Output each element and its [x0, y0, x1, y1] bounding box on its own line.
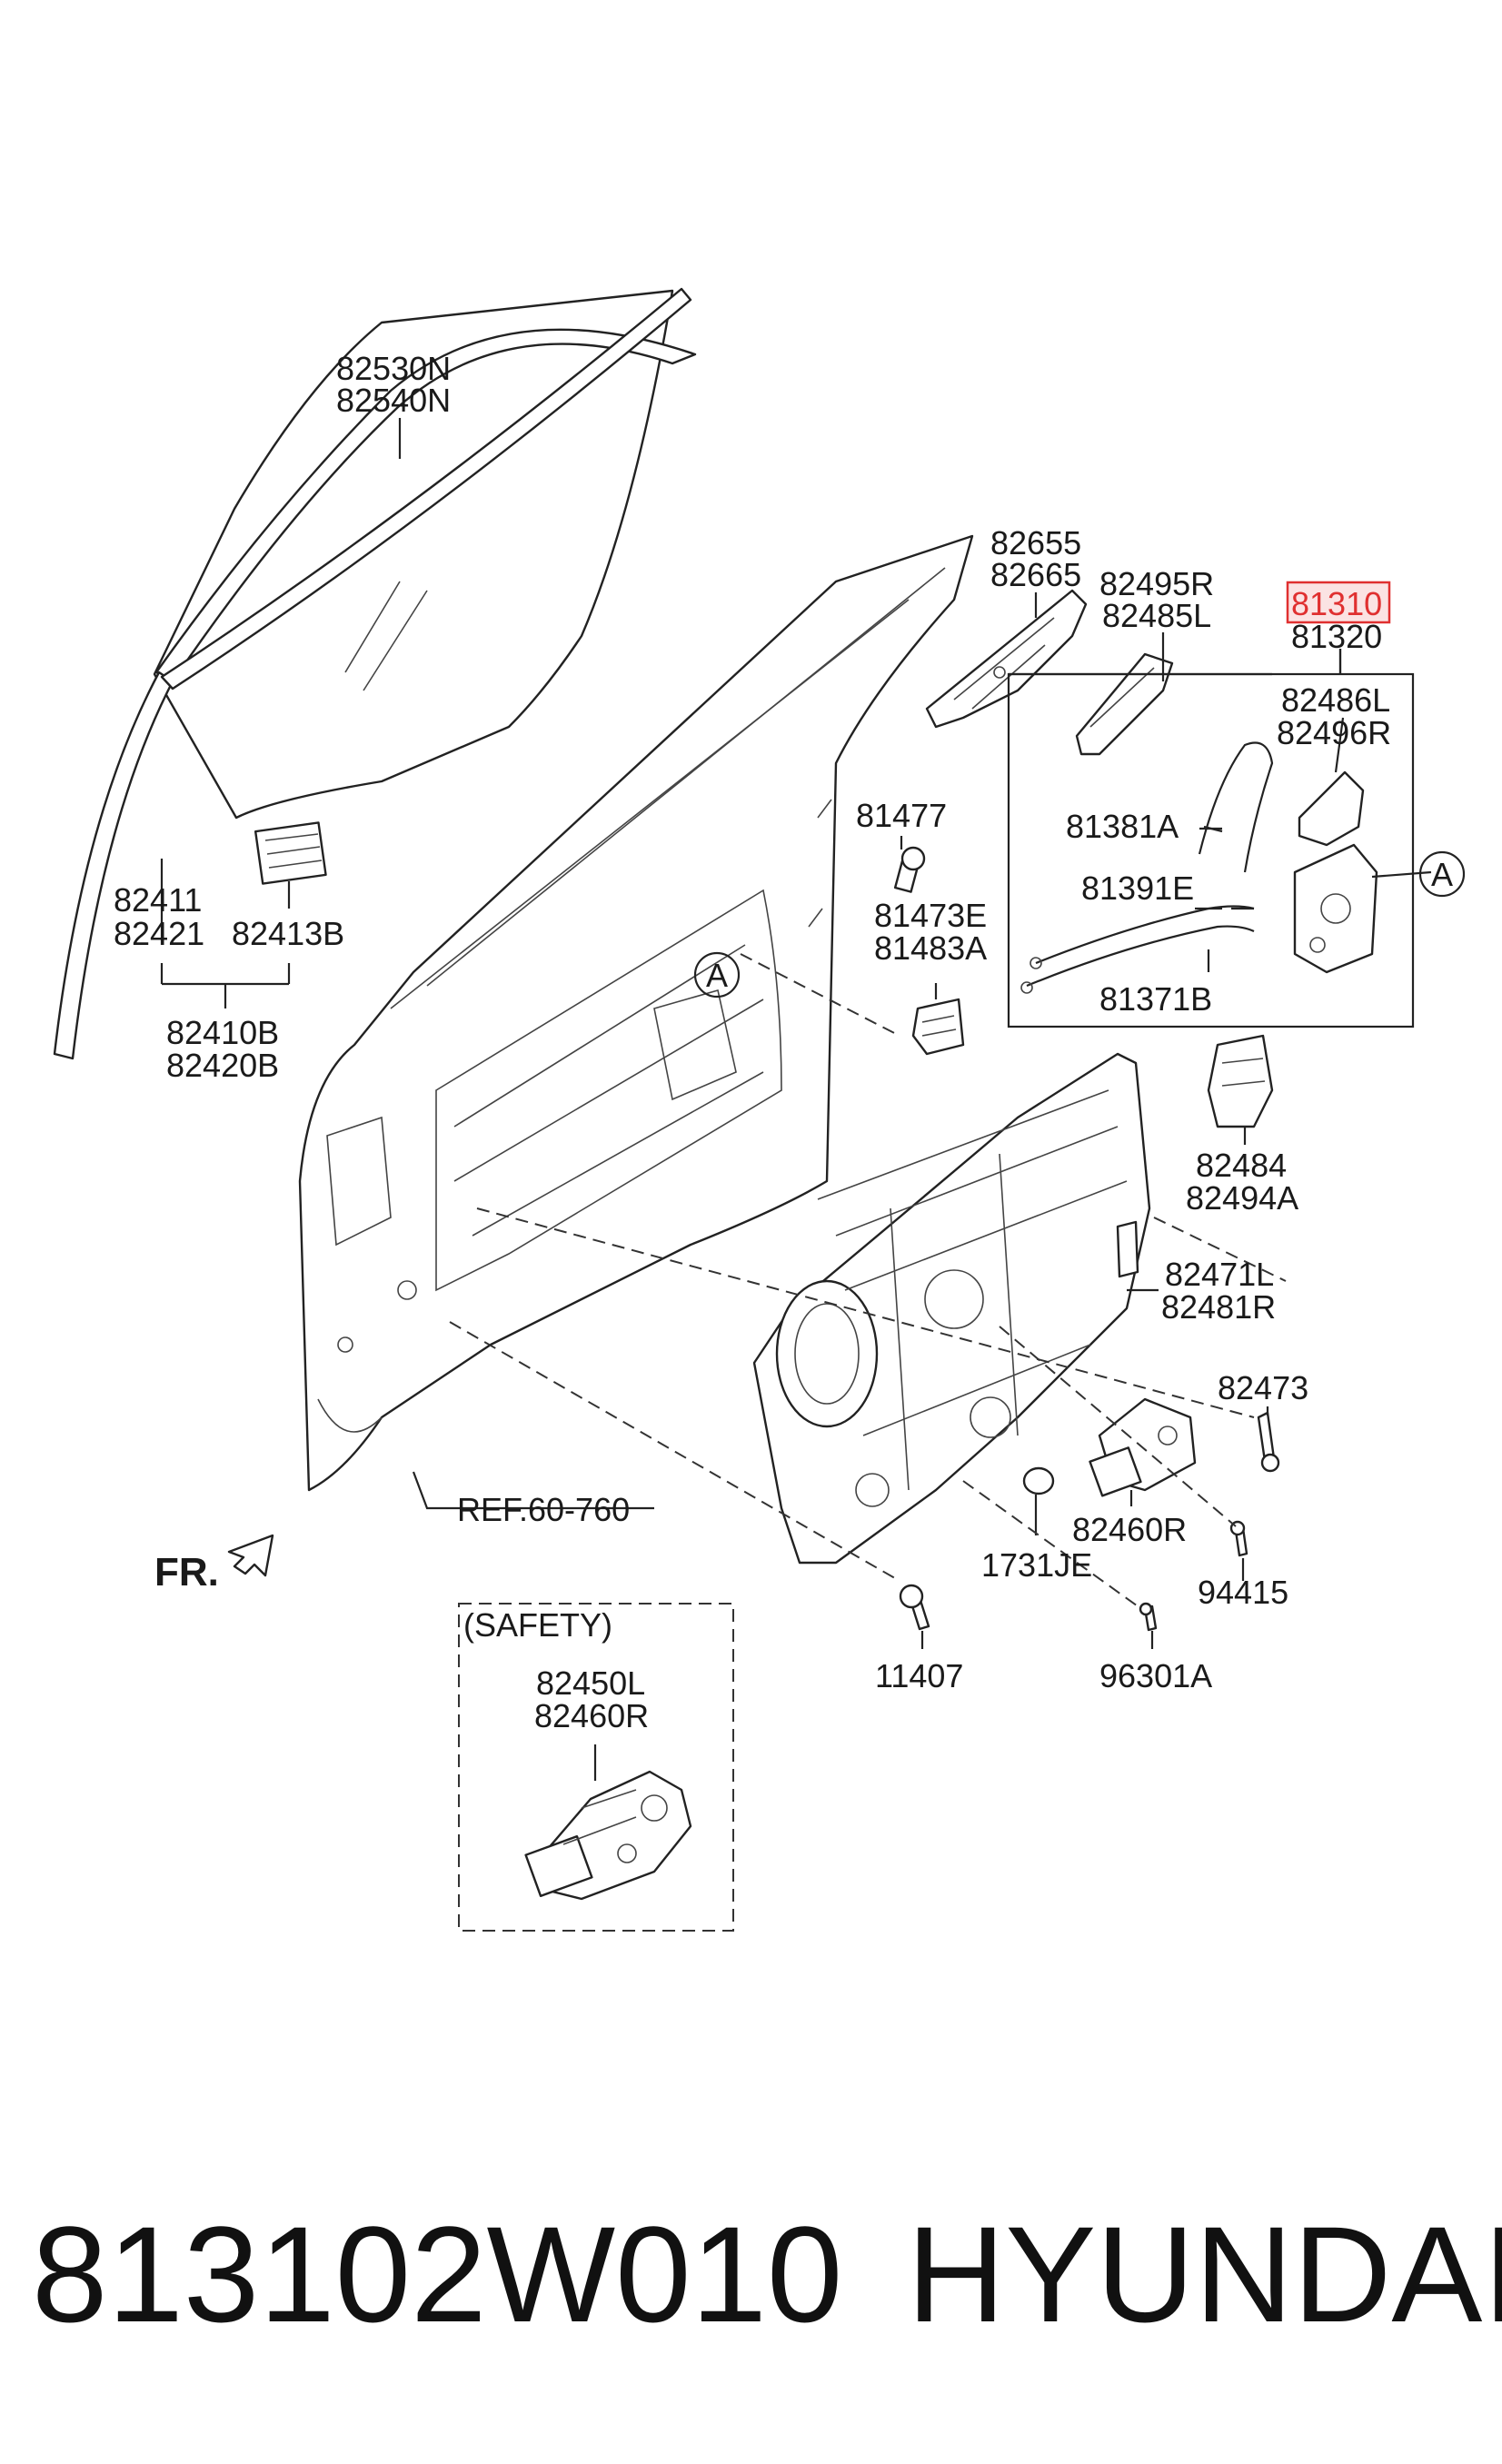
label-81381A: 81381A: [1066, 808, 1179, 845]
door-module-drawing: [752, 1052, 1151, 1565]
door-frame-drawing: [298, 534, 974, 1492]
front-arrow: [227, 1534, 274, 1577]
outside-handle-drawing: [925, 589, 1174, 756]
label-81483A: 81483A: [874, 929, 987, 967]
label-fr: FR.: [154, 1550, 219, 1595]
label-82496R: 82496R: [1277, 714, 1391, 751]
label-circle-a-2: A: [1431, 856, 1453, 893]
label-81310: 81310: [1291, 585, 1382, 622]
label-82481R: 82481R: [1161, 1288, 1276, 1326]
window-motor-drawing: [1089, 1397, 1197, 1497]
window-glass-drawing: [53, 287, 697, 1060]
leader-lines: [160, 418, 1345, 1649]
label-81320: 81320: [1291, 618, 1382, 655]
label-96301A: 96301A: [1099, 1657, 1212, 1694]
label-82411: 82411: [114, 881, 202, 919]
label-82495R: 82495R: [1099, 565, 1214, 602]
label-82486L: 82486L: [1281, 681, 1390, 719]
label-94415: 94415: [1198, 1574, 1288, 1611]
label-81477: 81477: [856, 797, 947, 834]
label-ref: REF.60-760: [457, 1491, 630, 1528]
label-82413B: 82413B: [232, 915, 344, 952]
footer-brand: HYUNDAI: [907, 2198, 1502, 2350]
dashed-assembly-lines: [449, 953, 1287, 1609]
fasteners-drawing: [899, 1411, 1280, 1632]
label-82485L: 82485L: [1102, 597, 1211, 634]
label-82494A: 82494A: [1186, 1179, 1298, 1217]
latch-assembly-drawing: [1007, 672, 1432, 1028]
label-safety-82460R: 82460R: [534, 1697, 649, 1734]
label-82484: 82484: [1196, 1147, 1287, 1184]
label-82471L: 82471L: [1165, 1256, 1274, 1293]
label-81391E: 81391E: [1081, 869, 1194, 907]
label-82460R: 82460R: [1072, 1511, 1187, 1548]
label-82473: 82473: [1218, 1369, 1308, 1406]
label-81473E: 81473E: [874, 897, 987, 934]
striker-drawing: [893, 846, 965, 1056]
label-82420B: 82420B: [166, 1047, 279, 1084]
label-11407: 11407: [875, 1657, 963, 1694]
label-82421: 82421: [114, 915, 204, 952]
label-safety: (SAFETY): [463, 1606, 612, 1644]
callout-circles: [693, 850, 1466, 999]
label-81371B: 81371B: [1099, 980, 1212, 1018]
label-82530N: 82530N: [336, 350, 451, 387]
label-82410B: 82410B: [166, 1014, 279, 1051]
footer-part-number: 813102W010: [32, 2198, 842, 2350]
hinge-bracket-drawing: [1207, 1034, 1274, 1145]
label-circle-a-1: A: [706, 957, 728, 994]
footer: 813102W010 HYUNDAI: [32, 2198, 1502, 2350]
label-82655: 82655: [990, 524, 1081, 561]
highlight-box: [1286, 581, 1391, 624]
label-1731JE: 1731JE: [981, 1546, 1092, 1584]
safety-box: [458, 1603, 734, 1932]
part-labels: 82530N 82540N 82411 82421 82413B 82410B …: [114, 350, 1453, 1734]
label-82665: 82665: [990, 556, 1081, 593]
label-82450L: 82450L: [536, 1664, 645, 1702]
label-82540N: 82540N: [336, 382, 451, 419]
